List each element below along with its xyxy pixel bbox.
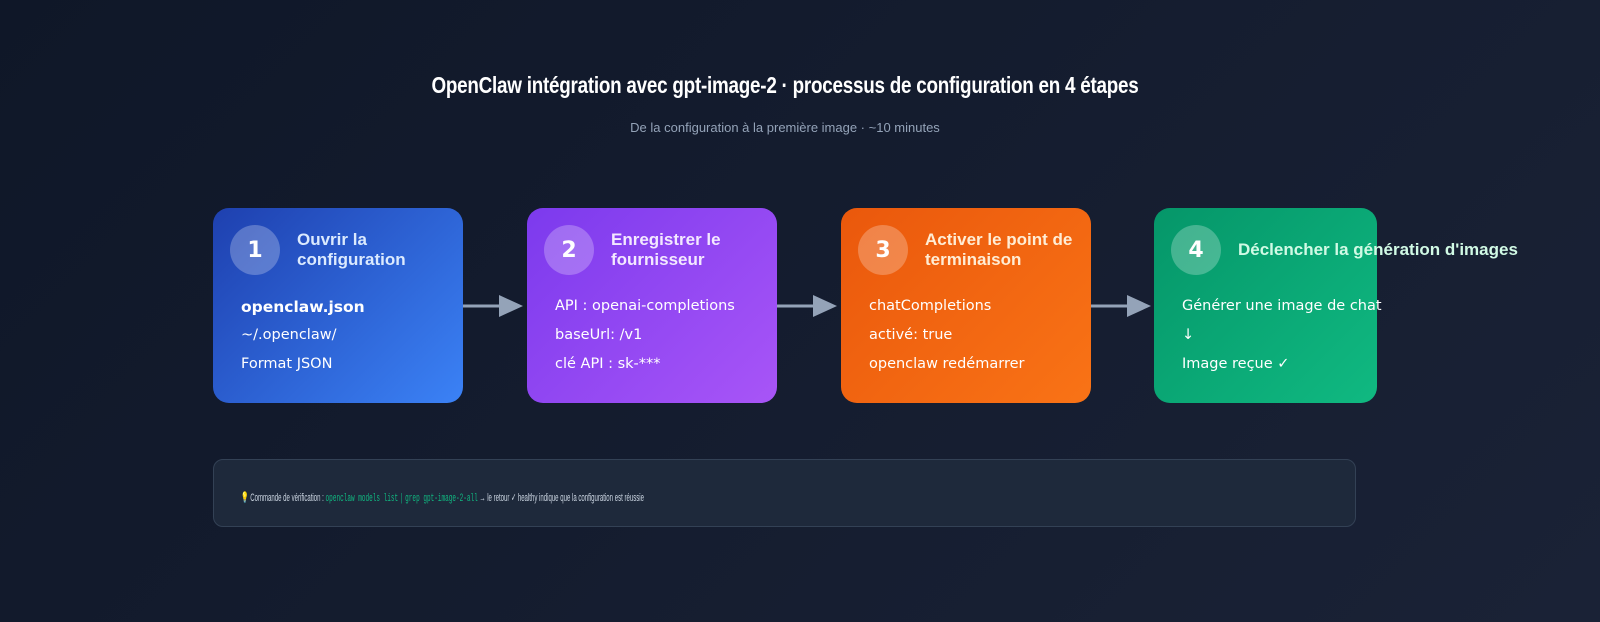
arrow-icon <box>1091 295 1151 317</box>
step-detail: Format JSON <box>241 356 333 372</box>
pipe-separator: | <box>399 493 404 505</box>
note-result: → le retour ✓ healthy indique que la con… <box>479 492 644 504</box>
note-label: Commande de vérification : <box>250 492 324 504</box>
step-title-box: Enregistrer le fournisseur <box>611 220 767 280</box>
page-subtitle: De la configuration à la première image … <box>630 120 940 135</box>
step-title-box: Activer le point de terminaison <box>925 220 1081 280</box>
step-title: Déclencher la génération d'images <box>1238 240 1518 259</box>
step-title-box: Ouvrir la configuration <box>297 220 453 280</box>
step-number: 4 <box>1171 225 1221 275</box>
step-number: 1 <box>230 225 280 275</box>
step-title: Enregistrer le fournisseur <box>611 230 721 269</box>
step-card-3: 3 Activer le point de terminaison chatCom… <box>841 208 1091 403</box>
page-title: OpenClaw intégration avec gpt-image-2 · … <box>431 72 1139 98</box>
verification-note: 💡 Commande de vérification : openclaw mo… <box>213 459 1356 527</box>
step-detail: openclaw redémarrer <box>869 356 1025 372</box>
step-title-box: Déclencher la génération d'images <box>1238 220 1518 280</box>
step-detail: clé API : sk-*** <box>555 356 661 372</box>
step-card-1: 1 Ouvrir la configuration openclaw.json ~/… <box>213 208 463 403</box>
lightbulb-icon: 💡 <box>241 492 249 504</box>
step-detail: Générer une image de chat <box>1182 298 1382 314</box>
step-title: Ouvrir la configuration <box>297 230 406 269</box>
step-number: 3 <box>858 225 908 275</box>
step-number: 2 <box>544 225 594 275</box>
command-1: openclaw models list <box>325 493 399 505</box>
arrow-icon <box>777 295 837 317</box>
step-detail: ↓ <box>1182 327 1195 343</box>
step-detail: openclaw.json <box>241 298 365 316</box>
step-detail: activé: true <box>869 327 953 343</box>
step-detail: Image reçue ✓ <box>1182 356 1290 372</box>
step-detail: API : openai-completions <box>555 298 735 314</box>
step-title: Activer le point de terminaison <box>925 230 1073 269</box>
command-2: grep gpt-image-2-all <box>405 493 478 505</box>
step-detail: chatCompletions <box>869 298 992 314</box>
step-detail: baseUrl: /v1 <box>555 327 643 343</box>
arrow-icon <box>463 295 523 317</box>
step-detail: ~/.openclaw/ <box>241 327 337 343</box>
note-text: 💡 Commande de vérification : openclaw mo… <box>241 491 644 505</box>
